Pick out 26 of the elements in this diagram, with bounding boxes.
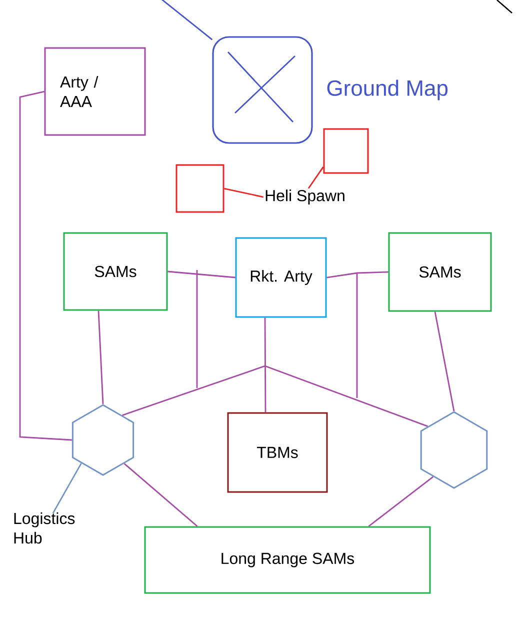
node-label: Heli Spawn — [266, 190, 344, 204]
node-title: Ground Map — [327, 80, 448, 100]
connector-line — [122, 365, 428, 427]
leader-line — [52, 462, 82, 514]
connector-line — [19, 90, 72, 441]
unit-box: SAMs — [388, 232, 492, 312]
connector-line — [308, 166, 324, 189]
unit-box: SAMs — [63, 232, 168, 311]
spawn-box — [323, 128, 369, 174]
connector-line — [326, 271, 388, 278]
unit-box: TBMs — [227, 412, 328, 493]
hub-hexagon — [420, 411, 488, 489]
connector-line — [168, 270, 236, 278]
connector-line — [368, 476, 434, 527]
connector-line — [434, 312, 455, 412]
connector-line — [124, 463, 198, 527]
unit-box: Long Range SAMs — [144, 526, 431, 594]
unit-box: Arty / AAA — [44, 47, 146, 136]
unit-box: Rkt. Arty — [235, 237, 327, 318]
connector-line — [224, 188, 264, 198]
spawn-box — [176, 164, 224, 213]
connector-line — [264, 318, 266, 412]
connector-line — [98, 310, 104, 404]
connector-line — [160, 0, 213, 40]
hub-hexagon — [72, 404, 134, 476]
node-label: Logistics Hub — [14, 512, 75, 544]
